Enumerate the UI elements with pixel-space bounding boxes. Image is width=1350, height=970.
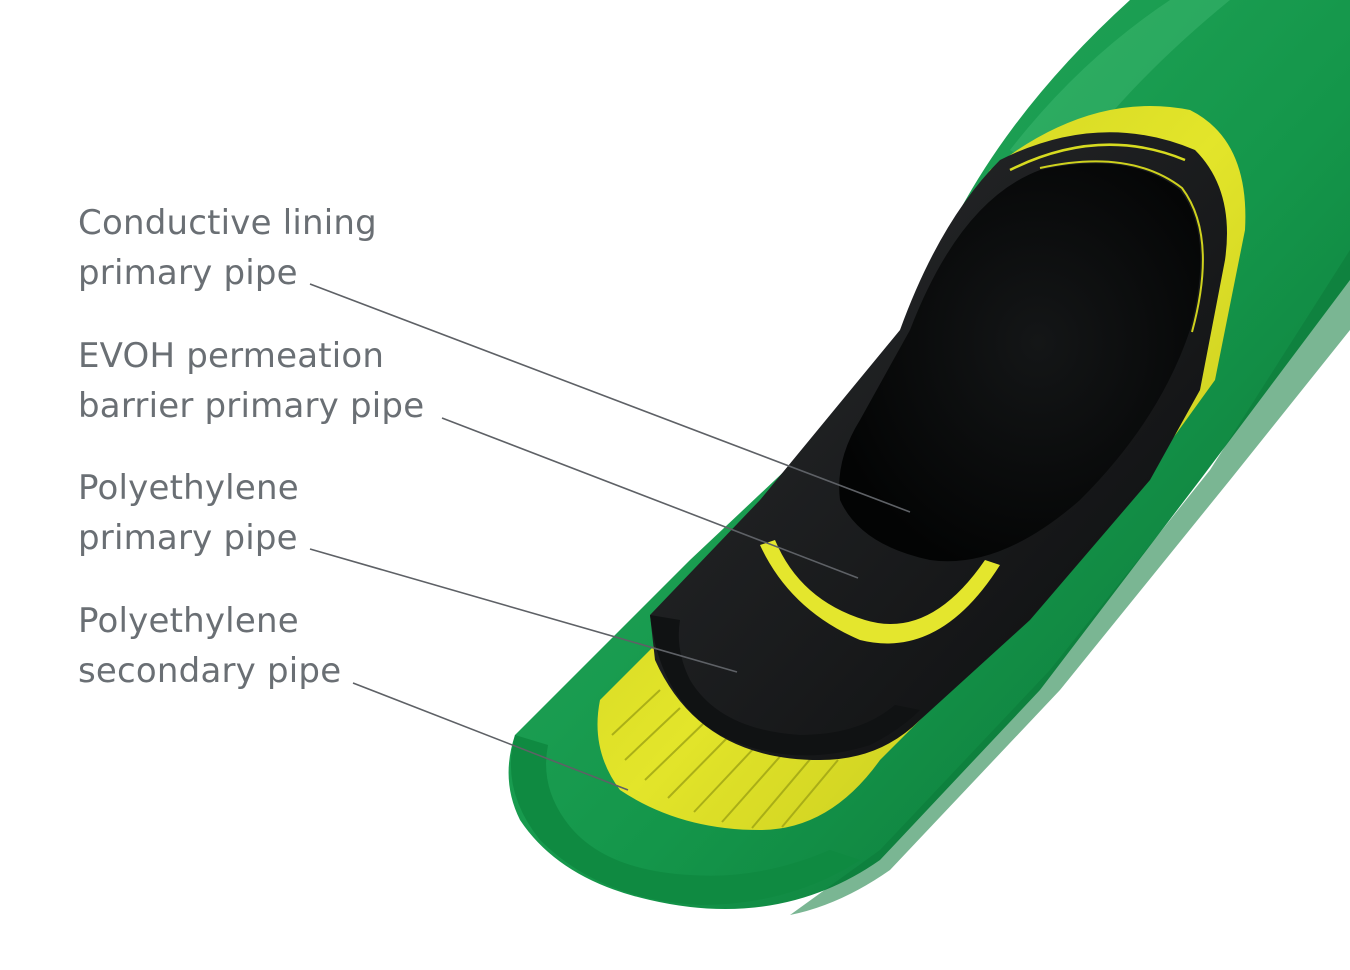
label-evoh-barrier-line1: EVOH permeation xyxy=(78,336,384,376)
inner-bore xyxy=(839,163,1201,562)
label-conductive-lining: Conductive lining primary pipe xyxy=(78,203,388,293)
label-pe-primary: Polyethylene primary pipe xyxy=(78,468,310,558)
label-evoh-barrier-line2: barrier primary pipe xyxy=(78,386,424,426)
bore-edge-line xyxy=(1039,160,1204,333)
labels: Conductive lining primary pipe EVOH perm… xyxy=(78,203,424,691)
evoh-yellow-band xyxy=(760,540,1000,644)
label-pe-secondary: Polyethylene secondary pipe xyxy=(78,601,341,691)
leader-lines xyxy=(309,283,911,791)
label-pe-primary-line1: Polyethylene xyxy=(78,468,299,508)
label-pe-primary-line2: primary pipe xyxy=(78,518,298,558)
label-conductive-lining-line1: Conductive lining xyxy=(78,203,377,243)
label-pe-secondary-line2: secondary pipe xyxy=(78,651,341,691)
label-evoh-barrier: EVOH permeation barrier primary pipe xyxy=(78,336,424,426)
leader-line-pe-primary xyxy=(309,548,738,673)
leader-line-evoh-barrier xyxy=(441,417,859,579)
leader-line-pe-secondary xyxy=(352,682,629,791)
leader-line-conductive-lining xyxy=(309,283,911,513)
label-pe-secondary-line1: Polyethylene xyxy=(78,601,299,641)
yellow-ribs xyxy=(611,689,839,829)
label-conductive-lining-line2: primary pipe xyxy=(78,253,298,293)
outer-green-cut-face xyxy=(510,735,860,905)
